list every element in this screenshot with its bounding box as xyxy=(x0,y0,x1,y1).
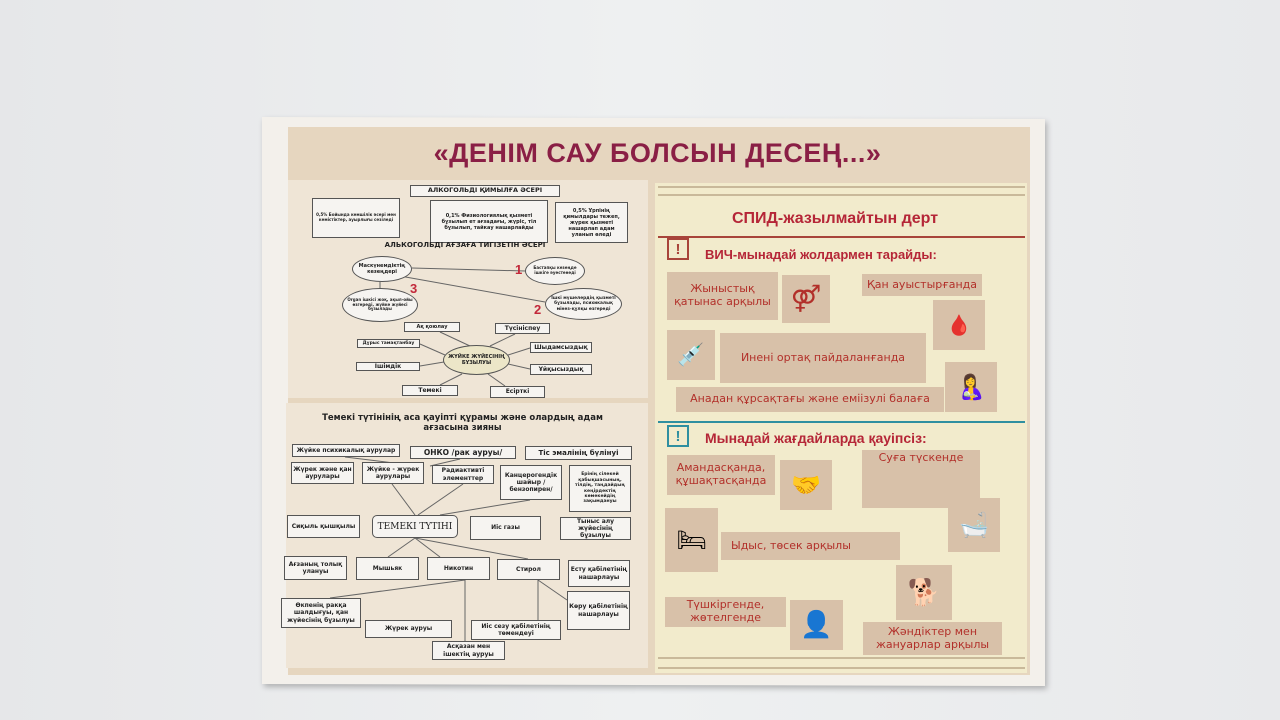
spoke-box: Есірткі xyxy=(490,386,545,398)
couple-icon: ⚤ xyxy=(782,275,830,323)
syringe-icon: 💉 xyxy=(667,330,715,380)
tobacco-smoke-center: ТЕМЕКІ ТҮТІНІ xyxy=(372,515,458,538)
alcohol-body-header: АЛЬКОГОЛЬДІ АҒЗАҒА ТИГІЗЕТІН ӘСЕРІ xyxy=(384,241,546,249)
tobacco-box: Мышьяк xyxy=(356,557,419,580)
alcohol-box-2: 0,1% Физиологиялық қызметі бұзылып ет ағ… xyxy=(430,200,548,243)
tobacco-box: Иіс сезу қабілетінің төмендеуі xyxy=(471,620,561,640)
divider-lines xyxy=(658,186,1025,196)
spoke-box: Дұрыс тамақтанбау xyxy=(357,339,420,348)
spread-sexual: Жыныстық қатынас арқылы xyxy=(667,272,778,320)
stage-number-2: 2 xyxy=(534,302,542,317)
spoke-box: Ұйқысыздық xyxy=(530,364,592,375)
tobacco-box: Канцерогендік шайыр /бензопирен/ xyxy=(500,465,562,500)
spread-transfusion: Қан ауыстырғанда xyxy=(862,274,982,296)
poster-title: «ДЕНІМ САУ БОЛСЫН ДЕСЕҢ...» xyxy=(433,138,882,168)
spread-needle: Инені ортақ пайдаланғанда xyxy=(720,333,926,383)
tobacco-box: Жүрек ауруы xyxy=(365,620,452,638)
divider-lines-bottom xyxy=(658,657,1025,669)
tobacco-title: Темекі түтінінің аса қауіпті құрамы және… xyxy=(322,413,603,433)
alcohol-box-3: 0,5% Ұрпінің қимылдары тежеп, жүрек қызм… xyxy=(555,202,628,243)
warning-icon: ! xyxy=(667,238,689,260)
aids-title: СПИД-жазылмайтын дерт xyxy=(731,210,939,227)
stage-1-ellipse: Бастапқы кезеңде ішкіге әуестенеді xyxy=(525,257,585,285)
dog-insect-icon: 🐕 xyxy=(896,565,952,620)
stage-2-ellipse: Ішкі мүшелердің қызметі бұзылады, психик… xyxy=(545,288,622,320)
tobacco-box: Стирол xyxy=(497,559,560,580)
safe-dishes-bed: Ыдыс, төсек арқылы xyxy=(721,532,900,560)
tobacco-box: Ағзаның толық улануы xyxy=(284,556,347,580)
tobacco-box: Сиқыль қышқылы xyxy=(287,515,360,538)
spoke-box: Темекі xyxy=(402,385,458,396)
tobacco-box: Жүйке - жүрек аурулары xyxy=(362,462,424,484)
tobacco-box: Радиактивті элементтер xyxy=(432,465,494,484)
spread-heading: ВИЧ-мынадай жолдармен тарайды: xyxy=(705,247,937,262)
tobacco-box: Иіс газы xyxy=(470,516,541,540)
tobacco-box: Өкпенің ракқа шалдығуы, қан жүйесінің бұ… xyxy=(281,598,361,628)
tobacco-box: Асқазан мен ішектің ауруы xyxy=(432,641,505,660)
head-sneeze-icon: 👤 xyxy=(790,600,843,650)
safe-insects-animals: Жәндіктер мен жануарлар арқылы xyxy=(863,622,1002,655)
stage-number-1: 1 xyxy=(515,262,523,277)
tobacco-box: Көру қабілетінің нашарлауы xyxy=(567,591,630,630)
stage-3-ellipse: Organ ішкісі жоқ, ақыл-ойы өзгереді, жүй… xyxy=(342,288,418,322)
safe-handshake: Амандасқанда, құшақтасқанда xyxy=(667,455,775,495)
tobacco-box: Ерінің сілекей қабықшасының, тілдің, таң… xyxy=(569,465,631,512)
tobacco-box: Тыныс алу жүйесінің бұзылуы xyxy=(560,517,631,540)
safe-sneezing: Түшкіргенде, жөтелгенде xyxy=(665,597,786,627)
divider-red xyxy=(658,236,1025,238)
blood-bag-icon: 🩸 xyxy=(933,300,985,350)
spoke-box: Түсініспеу xyxy=(495,323,550,334)
alcohol-box-1: 0,5% Бойында кемшілік әсері мен кемістік… xyxy=(312,198,400,238)
bathtub-icon: 🛁 xyxy=(948,498,1000,552)
tobacco-box: Никотин xyxy=(427,557,490,580)
safe-heading: Мынадай жағдайларда қауіпсіз: xyxy=(705,430,927,446)
tobacco-box: Есту қабілетінің нашарлауы xyxy=(568,560,630,587)
spoke-box: Ақ қоюлау xyxy=(404,322,460,332)
tobacco-box: ОНКО /рак ауруы/ xyxy=(410,446,516,459)
aids-panel xyxy=(655,183,1027,673)
stage-number-3: 3 xyxy=(410,281,418,296)
spoke-box: Ішімдік xyxy=(356,362,420,371)
spread-mother-child: Анадан құрсақтағы және еміізулі балаға xyxy=(676,387,944,412)
bed-icon: 🛏 xyxy=(665,508,718,572)
handshake-icon: 🤝 xyxy=(780,460,832,510)
divider-teal xyxy=(658,421,1025,423)
stages-ellipse: Маскүнемдіктің кезеңдері xyxy=(352,256,412,282)
nervous-system-hub: ЖҮЙКЕ ЖҮЙЕСІНІҢ БҰЗЫЛУЫ xyxy=(443,345,510,375)
spoke-box: Шыдамсыздық xyxy=(530,342,592,353)
info-icon: ! xyxy=(667,425,689,447)
mother-baby-icon: 🤱 xyxy=(945,362,997,412)
tobacco-box: Жүрек және қан аурулары xyxy=(291,462,354,484)
tobacco-box: Жүйке психикалық аурулар xyxy=(292,444,400,457)
alcohol-movement-header: АЛКОГОЛЬДІ ҚИМЫЛҒА ӘСЕРІ xyxy=(410,185,560,197)
tobacco-box: Тіс эмалінің бүлінуі xyxy=(525,446,632,460)
